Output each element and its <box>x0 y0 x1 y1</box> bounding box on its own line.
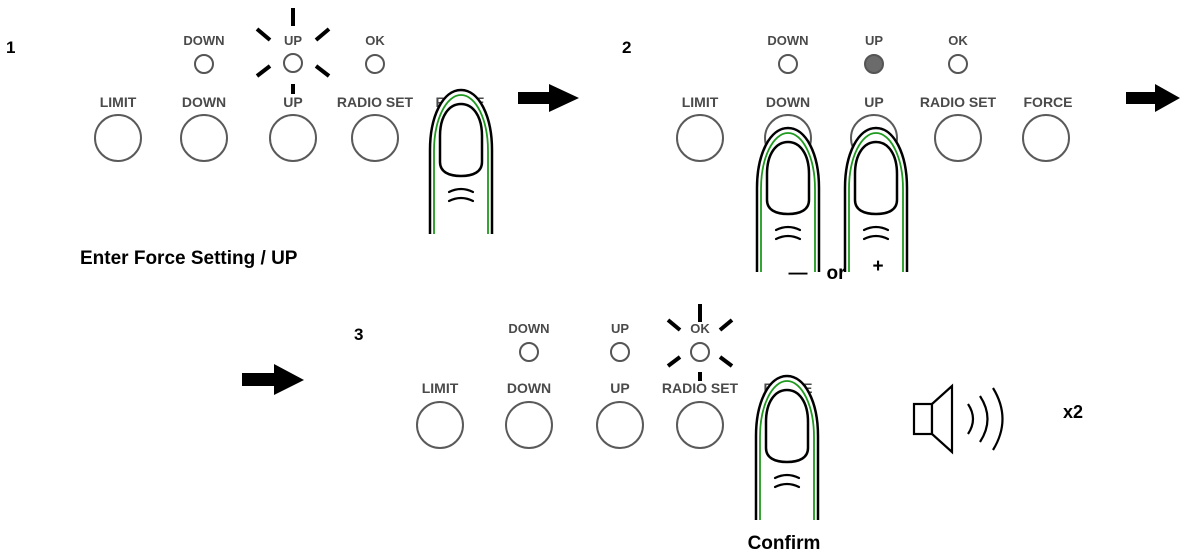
button-label-up: UP <box>283 94 302 110</box>
button-label-down: DOWN <box>182 94 226 110</box>
force-button[interactable] <box>1022 114 1070 162</box>
blink-rays-icon <box>666 304 734 381</box>
button-label-radio-set: RADIO SET <box>337 94 414 110</box>
up-button[interactable] <box>596 401 644 449</box>
button-label-force: FORCE <box>1024 94 1073 110</box>
led-ok-indicator <box>948 54 968 74</box>
finger-press-icon <box>843 126 909 274</box>
led-ok-indicator <box>690 342 710 362</box>
led-label-ok: OK <box>948 33 968 48</box>
plus-symbol: + <box>872 256 883 277</box>
right-arrow-icon <box>242 364 304 395</box>
button-label-limit: LIMIT <box>422 380 459 396</box>
button-label-up: UP <box>610 380 629 396</box>
right-arrow-icon <box>518 84 579 112</box>
button-label-radio-set: RADIO SET <box>662 380 739 396</box>
step-1-number: 1 <box>6 38 15 57</box>
finger-press-icon <box>755 126 821 274</box>
step-1-panel: 1 DOWN UP OK LIMIT DOWN UP RADIO SET FOR… <box>6 8 494 269</box>
led-label-up: UP <box>865 33 883 48</box>
button-label-up: UP <box>864 94 883 110</box>
led-down-indicator <box>194 54 214 74</box>
step-3-panel: 3 DOWN UP OK LIMIT DOWN UP RADIO SET FOR… <box>354 304 1083 554</box>
led-up-indicator-lit <box>864 54 884 74</box>
led-label-ok: OK <box>690 321 710 336</box>
minus-symbol: — <box>789 263 808 284</box>
led-up-indicator <box>283 53 303 73</box>
button-label-limit: LIMIT <box>100 94 137 110</box>
right-arrow-icon <box>1126 84 1180 112</box>
step-2-panel: 2 DOWN UP OK LIMIT DOWN UP RADIO SET FOR… <box>622 33 1073 284</box>
button-label-limit: LIMIT <box>682 94 719 110</box>
radio-set-button[interactable] <box>934 114 982 162</box>
or-label: or <box>827 263 847 284</box>
led-label-up: UP <box>611 321 629 336</box>
down-button[interactable] <box>180 114 228 162</box>
led-down-indicator <box>778 54 798 74</box>
finger-press-icon <box>428 88 494 236</box>
beep-count-label: x2 <box>1063 402 1083 422</box>
button-label-down: DOWN <box>766 94 810 110</box>
blink-rays-icon <box>255 8 331 94</box>
speaker-icon <box>912 383 1004 455</box>
finger-press-icon <box>754 374 820 522</box>
limit-button[interactable] <box>416 401 464 449</box>
radio-set-button[interactable] <box>676 401 724 449</box>
radio-set-button[interactable] <box>351 114 399 162</box>
up-button[interactable] <box>269 114 317 162</box>
led-label-down: DOWN <box>508 321 549 336</box>
down-button[interactable] <box>505 401 553 449</box>
step-3-caption: Confirm <box>748 533 821 554</box>
led-label-up: UP <box>284 33 302 48</box>
step-3-number: 3 <box>354 325 363 344</box>
led-down-indicator <box>519 342 539 362</box>
step-2-number: 2 <box>622 38 631 57</box>
led-label-down: DOWN <box>183 33 224 48</box>
led-ok-indicator <box>365 54 385 74</box>
led-label-ok: OK <box>365 33 385 48</box>
button-label-radio-set: RADIO SET <box>920 94 997 110</box>
limit-button[interactable] <box>676 114 724 162</box>
button-label-down: DOWN <box>507 380 551 396</box>
limit-button[interactable] <box>94 114 142 162</box>
led-label-down: DOWN <box>767 33 808 48</box>
step-1-caption: Enter Force Setting / UP <box>80 248 298 269</box>
led-up-indicator <box>610 342 630 362</box>
